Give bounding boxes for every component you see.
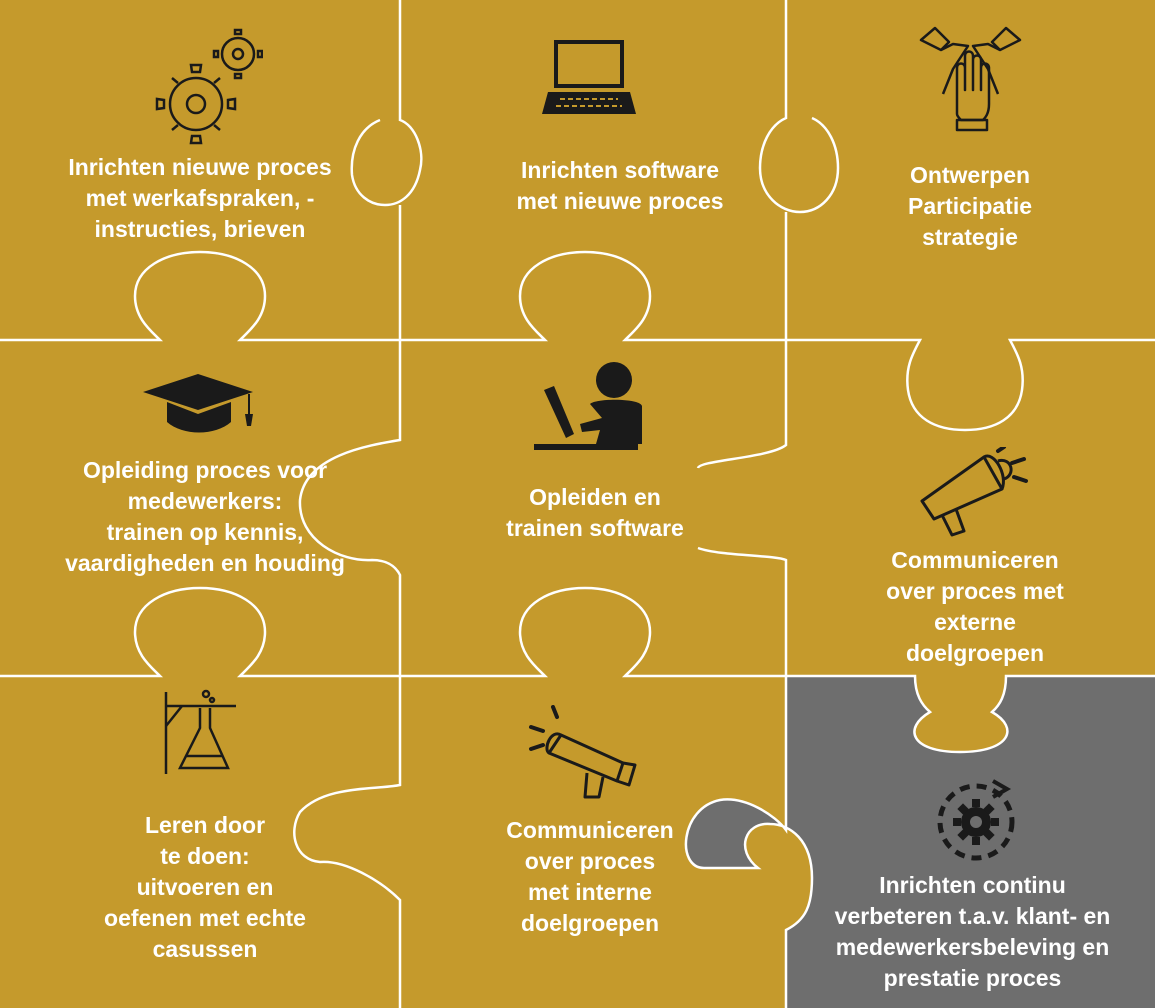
- gears-icon: [155, 28, 263, 145]
- continuous-improvement-gear-icon: [937, 779, 1015, 861]
- hands-teamwork-icon: [919, 26, 1022, 132]
- piece-label-inrichten-software: Inrichten software met nieuwe proces: [516, 157, 724, 214]
- person-studying-icon: [534, 362, 642, 450]
- laptop-icon: [542, 40, 636, 114]
- megaphone-icon: [529, 705, 637, 799]
- graduation-cap-icon: [143, 374, 253, 433]
- piece-label-participatie-strategie: Ontwerpen Participatie strategie: [908, 162, 1032, 250]
- piece-label-continu-verbeteren: Inrichten continu verbeteren t.a.v. klan…: [834, 872, 1111, 991]
- piece-label-opleiden-software: Opleiden en trainen software: [506, 484, 684, 541]
- megaphone-icon: [920, 447, 1028, 537]
- piece-label-communiceren-extern: Communiceren over proces met externe doe…: [886, 547, 1064, 666]
- piece-label-communiceren-intern: Communiceren over proces met interne doe…: [506, 817, 674, 936]
- piece-label-leren-door-doen: Leren door te doen: uitvoeren en oefenen…: [104, 812, 306, 962]
- grey-piece-shape: [685, 676, 1155, 1008]
- flask-icon: [164, 689, 236, 774]
- piece-label-inrichten-proces: Inrichten nieuwe proces met werkafsprake…: [68, 154, 332, 242]
- piece-label-opleiding-proces: Opleiding proces voor medewerkers: train…: [65, 457, 345, 576]
